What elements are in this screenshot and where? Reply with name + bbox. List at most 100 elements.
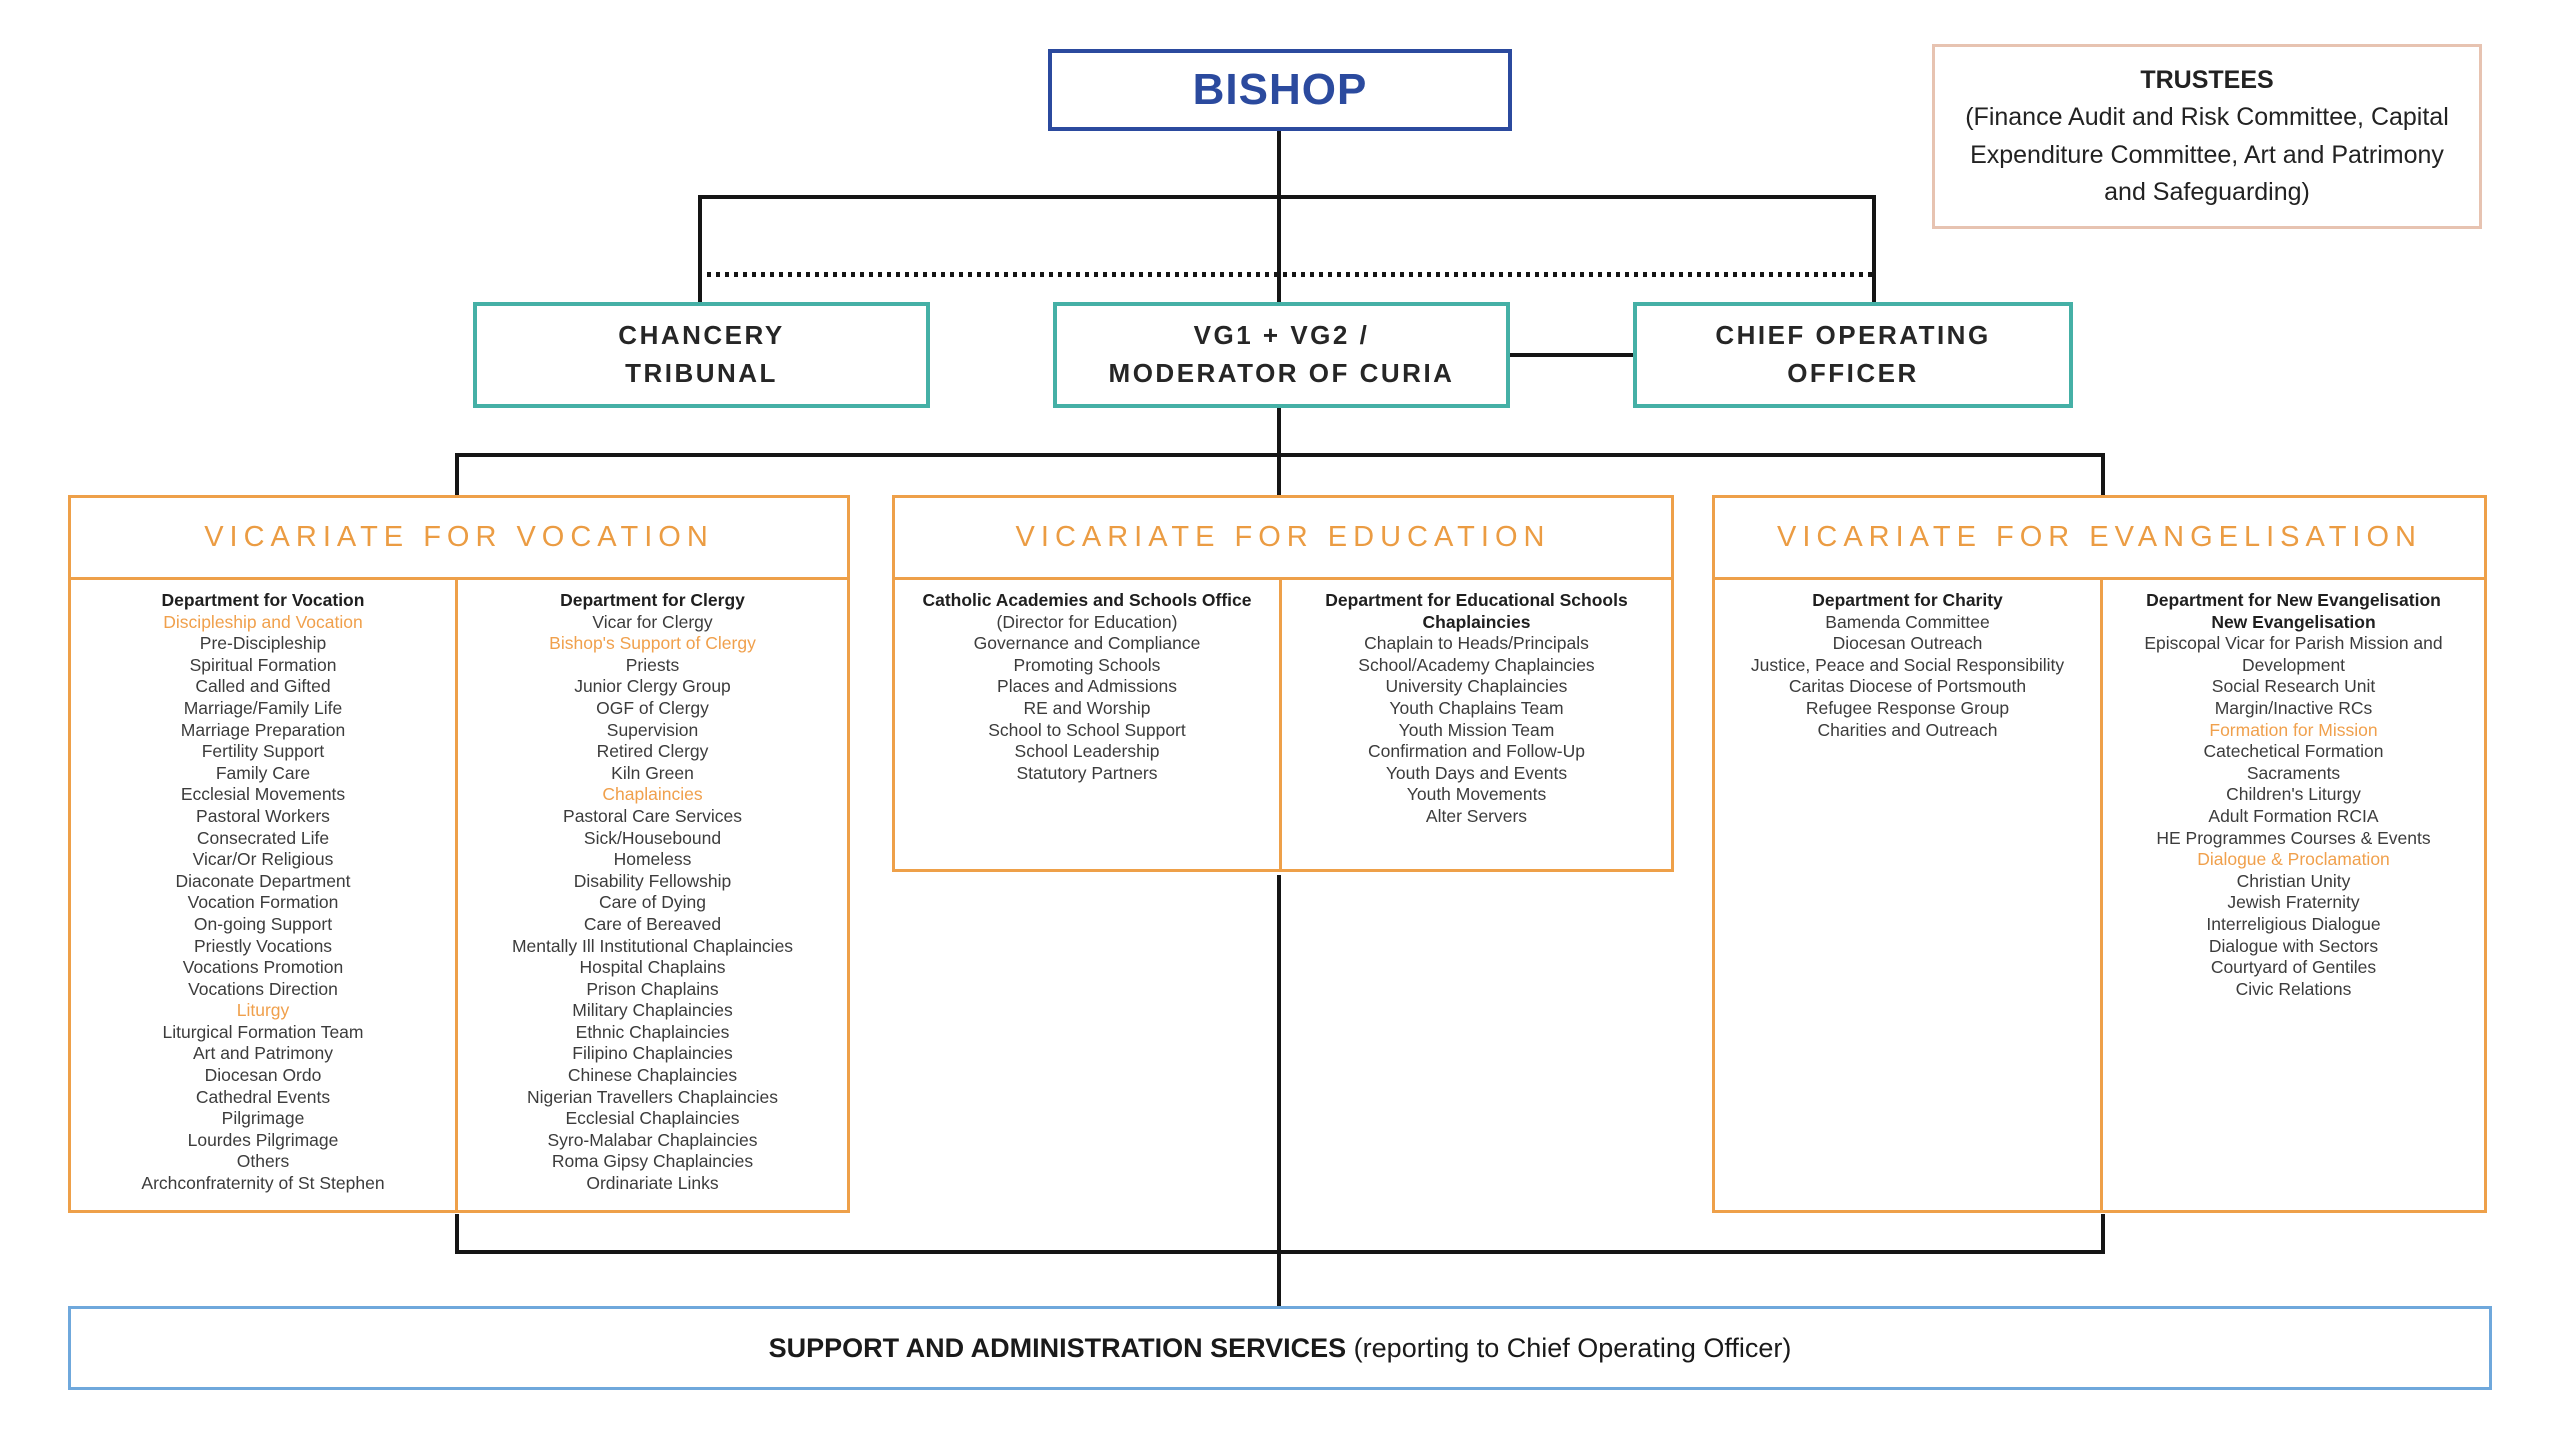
department-item: Retired Clergy [596, 741, 709, 762]
connector-row2-horizontal [698, 195, 1876, 199]
department-item: Jewish Fraternity [2227, 892, 2360, 913]
department-item: Catechetical Formation [2203, 741, 2384, 762]
department-item: Bishop's Support of Clergy [549, 633, 756, 654]
department-item: Vicar for Clergy [592, 611, 713, 632]
department-item: Priests [625, 654, 680, 675]
trustees-subtitle: (Finance Audit and Risk Committee, Capit… [1965, 103, 2449, 206]
department-item: Care of Bereaved [583, 913, 722, 934]
department-item: Pastoral Care Services [563, 805, 742, 826]
department-item: Caritas Diocese of Portsmouth [1788, 676, 2027, 697]
department-item: Junior Clergy Group [574, 676, 731, 697]
department-item: HE Programmes Courses & Events [2156, 827, 2431, 848]
department-item: Vocations Direction [188, 978, 338, 999]
department-item: Diocesan Ordo [204, 1065, 322, 1086]
connector-bottom-right-riser [2101, 1214, 2105, 1254]
department-item: Interreligious Dialogue [2206, 913, 2381, 934]
department-item: Youth Movements [1406, 784, 1547, 805]
department-item: Episcopal Vicar for Parish Mission and D… [2144, 633, 2443, 675]
department-item: Adult Formation RCIA [2208, 805, 2379, 826]
department-item: Vicar/Or Religious [192, 849, 334, 870]
connector-row2-left-drop [698, 195, 702, 302]
department-item: Care of Dying [599, 892, 706, 913]
department-item: Youth Chaplains Team [1389, 697, 1564, 718]
department-item: Refugee Response Group [1805, 697, 2010, 718]
vicariate-vocation-title: VICARIATE FOR VOCATION [68, 495, 850, 580]
department-item: Kiln Green [611, 762, 694, 783]
chancery-tribunal-line2: TRIBUNAL [625, 358, 778, 388]
department-item: Chinese Chaplaincies [567, 1065, 738, 1086]
department-item: Filipino Chaplaincies [572, 1043, 733, 1064]
department-header: Department for Educational Schools Chapl… [1325, 590, 1628, 632]
department-item: Mentally Ill Institutional Chaplaincies [511, 935, 794, 956]
department-item: Charities and Outreach [1817, 719, 1998, 740]
support-services-bold: SUPPORT AND ADMINISTRATION SERVICES [768, 1332, 1347, 1363]
department-item: Archconfraternity of St Stephen [141, 1173, 385, 1194]
department-item: Sick/Housebound [583, 827, 722, 848]
department-item: Art and Patrimony [192, 1043, 334, 1064]
connector-vg-coo [1508, 353, 1635, 357]
department-item: Syro-Malabar Chaplaincies [547, 1129, 758, 1150]
vicars-general-moderator-box: VG1 + VG2 / MODERATOR OF CURIA [1053, 302, 1510, 408]
department-item: Liturgy [236, 1000, 290, 1021]
department-item: Confirmation and Follow-Up [1368, 741, 1585, 762]
connector-vocation-drop [455, 453, 459, 499]
coo-line1: CHIEF OPERATING [1715, 320, 1991, 351]
department-item: Ecclesial Chaplaincies [565, 1108, 740, 1129]
chancery-tribunal-line1: CHANCERY [618, 320, 785, 351]
department-item: Civic Relations [2235, 978, 2352, 999]
department-item: Ecclesial Movements [180, 784, 346, 805]
department-item: Cathedral Events [195, 1086, 331, 1107]
department-item: Spiritual Formation [189, 654, 337, 675]
connector-bishop-vertical [1277, 129, 1281, 302]
connector-bottom-left-riser [455, 1214, 459, 1254]
department-header: New Evangelisation [2211, 611, 2376, 632]
department-item: Ethnic Chaplaincies [575, 1021, 730, 1042]
department-item: Pastoral Workers [196, 805, 330, 826]
department-item: Nigerian Travellers Chaplaincies [527, 1086, 778, 1107]
department-item: University Chaplaincies [1385, 676, 1568, 697]
department-item: Formation for Mission [2209, 719, 2378, 740]
department-item: Others [236, 1151, 290, 1172]
department-item: Children's Liturgy [2226, 784, 2361, 805]
support-services-bar: SUPPORT AND ADMINISTRATION SERVICES (rep… [68, 1306, 2492, 1390]
department-item: Statutory Partners [1016, 762, 1158, 783]
department-item: Bamenda Committee [1825, 611, 1990, 632]
department-item: Military Chaplaincies [572, 1000, 733, 1021]
department-item: Homeless [613, 849, 692, 870]
vicariate-education-title: VICARIATE FOR EDUCATION [892, 495, 1674, 580]
bishop-label: BISHOP [1192, 65, 1368, 114]
connector-dotted-advisory [698, 272, 1876, 277]
department-item: Supervision [606, 719, 699, 740]
department-item: Vocation Formation [187, 892, 339, 913]
department-item: Marriage/Family Life [183, 697, 343, 718]
department-item: Chaplain to Heads/Principals [1364, 633, 1589, 654]
department-item: Youth Mission Team [1398, 719, 1555, 740]
department-header: Department for Vocation [161, 590, 365, 610]
department-item: Courtyard of Gentiles [2210, 957, 2377, 978]
department-item: Diocesan Outreach [1832, 633, 1983, 654]
department-item: Christian Unity [2236, 870, 2351, 891]
department-item: Ordinariate Links [586, 1173, 719, 1194]
department-item: Fertility Support [201, 741, 325, 762]
department-item: School to School Support [988, 719, 1186, 740]
department-item: Discipleship and Vocation [163, 611, 363, 632]
department-header: Department for Clergy [560, 590, 745, 610]
department-item: Dialogue & Proclamation [2197, 849, 2390, 870]
department-item: Roma Gipsy Chaplaincies [551, 1151, 754, 1172]
connector-row2-right-drop [1872, 195, 1876, 302]
department-item: Pilgrimage [221, 1108, 305, 1129]
connector-education-drop [1277, 453, 1281, 499]
vicars-general-line2: MODERATOR OF CURIA [1108, 358, 1455, 388]
bishop-box: BISHOP [1048, 49, 1512, 131]
vicariate-education-column-1: Catholic Academies and Schools Office(Di… [892, 577, 1282, 872]
department-item: Prison Chaplains [586, 978, 719, 999]
department-item: Family Care [215, 762, 311, 783]
connector-education-support-vertical [1277, 875, 1281, 1306]
coo-line2: OFFICER [1787, 358, 1919, 388]
